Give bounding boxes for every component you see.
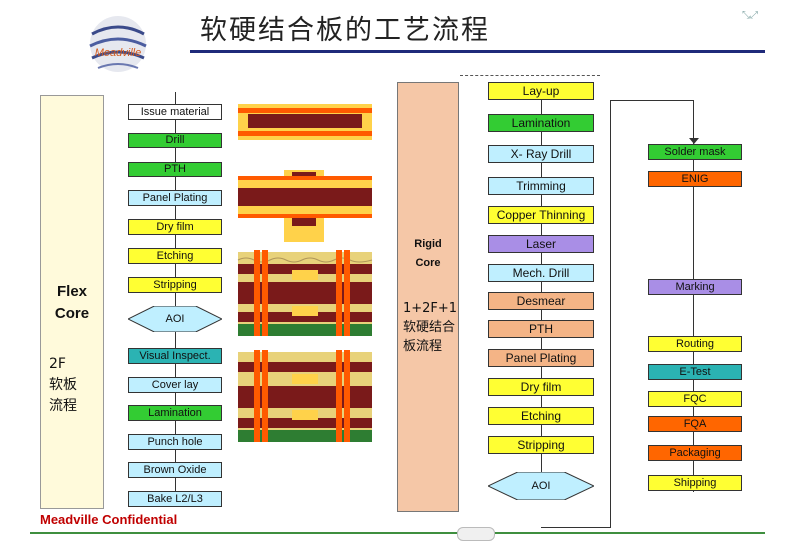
step-fqa-final[interactable]: FQA [648, 416, 742, 432]
flex-zh-2: 软板 [49, 377, 77, 393]
step-stripping-flex[interactable]: Stripping [128, 277, 222, 293]
rigid-zh-2: 软硬结合 [403, 320, 456, 335]
step-bake-l2-l3-flex[interactable]: Bake L2/L3 [128, 491, 222, 507]
arrow-down-icon [689, 138, 699, 144]
resize-icon[interactable]: ⤡⤢ [742, 10, 758, 21]
flex-flow-line [175, 92, 176, 506]
step-dry-film-rigid[interactable]: Dry film [488, 378, 594, 396]
step-cover-lay-flex[interactable]: Cover lay [128, 377, 222, 393]
page-title: 软硬结合板的工艺流程 [200, 15, 490, 46]
title-underline [190, 50, 765, 53]
step-lay-up-rigid[interactable]: Lay-up [488, 82, 594, 100]
meadville-logo: Meadville [78, 12, 158, 80]
step-brown-oxide-flex[interactable]: Brown Oxide [128, 462, 222, 478]
stackup-4 [238, 350, 372, 442]
step-laser-rigid[interactable]: Laser [488, 235, 594, 253]
rigid-zh-1: 1+2F+1 [403, 301, 458, 316]
step-e-test-final[interactable]: E-Test [648, 364, 742, 380]
step-mech-drill-rigid[interactable]: Mech. Drill [488, 264, 594, 282]
step-trimming-rigid[interactable]: Trimming [488, 177, 594, 195]
flex-zh-1: 2F [49, 356, 66, 372]
rigid-zh-3: 板流程 [403, 339, 443, 354]
step-fqc-final[interactable]: FQC [648, 391, 742, 407]
step-lamination-flex[interactable]: Lamination [128, 405, 222, 421]
step-issue-material-flex[interactable]: Issue material [128, 104, 222, 120]
rigid-label-line1: Rigid [414, 238, 442, 250]
step-shipping-final[interactable]: Shipping [648, 475, 742, 491]
rigid-label-line2: Core [415, 257, 441, 269]
connector-top [610, 100, 693, 101]
step-aoi-rigid[interactable]: AOI [486, 471, 596, 501]
step-panel-plating-flex[interactable]: Panel Plating [128, 190, 222, 206]
step-desmear-rigid[interactable]: Desmear [488, 292, 594, 310]
stackup-1 [238, 104, 372, 140]
step-panel-plating-rigid[interactable]: Panel Plating [488, 349, 594, 367]
flex-zh-3: 流程 [49, 398, 77, 414]
step-routing-final[interactable]: Routing [648, 336, 742, 352]
step-solder-mask-final[interactable]: Solder mask [648, 144, 742, 160]
step-etching-flex[interactable]: Etching [128, 248, 222, 264]
step-x-ray-drill-rigid[interactable]: X- Ray Drill [488, 145, 594, 163]
step-label: AOI [165, 313, 185, 325]
step-etching-rigid[interactable]: Etching [488, 407, 594, 425]
footer-rule [30, 532, 765, 534]
step-dry-film-flex[interactable]: Dry film [128, 219, 222, 235]
connector-right-down [610, 100, 611, 528]
confidential-label: Meadville Confidential [40, 512, 178, 527]
step-drill-flex[interactable]: Drill [128, 133, 222, 148]
step-pth-rigid[interactable]: PTH [488, 320, 594, 338]
logo-text: Meadville [95, 47, 141, 59]
step-enig-final[interactable]: ENIG [648, 171, 742, 187]
step-stripping-rigid[interactable]: Stripping [488, 436, 594, 454]
step-punch-hole-flex[interactable]: Punch hole [128, 434, 222, 450]
step-label: AOI [531, 480, 551, 492]
rigid-flow-line [541, 100, 542, 472]
rigid-dashed-top [460, 75, 600, 76]
flex-core-panel: Flex Core 2F 软板 流程 [40, 95, 104, 509]
step-copper-thinning-rigid[interactable]: Copper Thinning [488, 206, 594, 224]
rigid-core-panel: Rigid Core 1+2F+1 软硬结合 板流程 [397, 82, 459, 512]
stackup-illustrations [236, 100, 376, 445]
stackup-2 [238, 170, 372, 242]
step-packaging-final[interactable]: Packaging [648, 445, 742, 461]
step-lamination-rigid[interactable]: Lamination [488, 114, 594, 132]
flex-label-line2: Core [54, 305, 90, 322]
step-visual-inspect-flex[interactable]: Visual Inspect. [128, 348, 222, 364]
connector-top-down [693, 100, 694, 144]
final-flow-line [693, 150, 694, 492]
stackup-3 [237, 250, 373, 336]
step-pth-flex[interactable]: PTH [128, 162, 222, 177]
step-aoi-flex[interactable]: AOI [126, 305, 224, 333]
flex-label-line1: Flex [56, 283, 87, 300]
step-marking-final[interactable]: Marking [648, 279, 742, 295]
slide-scroll-handle[interactable] [457, 527, 495, 541]
connector-bottom [541, 527, 611, 528]
